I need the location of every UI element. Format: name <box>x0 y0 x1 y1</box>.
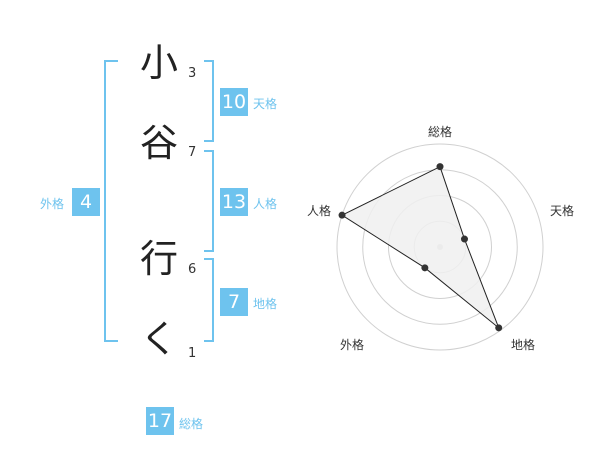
jinkaku-bracket <box>204 150 214 252</box>
tenkaku-bracket <box>204 60 214 142</box>
radar-axis-label-chikaku: 地格 <box>511 338 536 352</box>
radar-point-3 <box>421 264 429 272</box>
chikaku-value-box: 7 <box>220 288 248 316</box>
gaikaku-bracket <box>104 60 118 342</box>
radar-axis-label-tenkaku: 天格 <box>550 204 575 218</box>
soukaku-value-box: 17 <box>146 407 174 435</box>
gaikaku-label: 外格 <box>40 197 65 211</box>
name-char-2: 谷 <box>140 121 179 165</box>
stroke-count-4: 1 <box>188 346 197 361</box>
name-char-4: く <box>140 317 179 361</box>
radar-point-4 <box>338 211 346 219</box>
jinkaku-label: 人格 <box>253 197 278 211</box>
stroke-count-3: 6 <box>188 262 197 277</box>
radar-point-1 <box>460 235 468 243</box>
jinkaku-value-box: 13 <box>220 188 248 216</box>
tenkaku-value-box: 10 <box>220 88 248 116</box>
radar-polygon <box>341 165 500 330</box>
radar-point-0 <box>436 163 444 171</box>
tenkaku-label: 天格 <box>253 97 278 111</box>
radar-point-2 <box>495 324 503 332</box>
stroke-count-2: 7 <box>188 145 197 160</box>
name-char-3: 行 <box>140 237 179 281</box>
radar-axis-label-jinkaku: 人格 <box>307 204 332 218</box>
name-char-1: 小 <box>140 41 179 85</box>
chikaku-label: 地格 <box>253 297 278 311</box>
radar-ring-4 <box>336 143 544 351</box>
radar-axis-label-soukaku: 総格 <box>428 125 453 139</box>
stroke-count-1: 3 <box>188 66 197 81</box>
gaikaku-value-box: 4 <box>72 188 100 216</box>
chikaku-bracket <box>204 258 214 342</box>
soukaku-label: 総格 <box>179 417 204 431</box>
radar-axis-label-gaikaku: 外格 <box>340 338 365 352</box>
